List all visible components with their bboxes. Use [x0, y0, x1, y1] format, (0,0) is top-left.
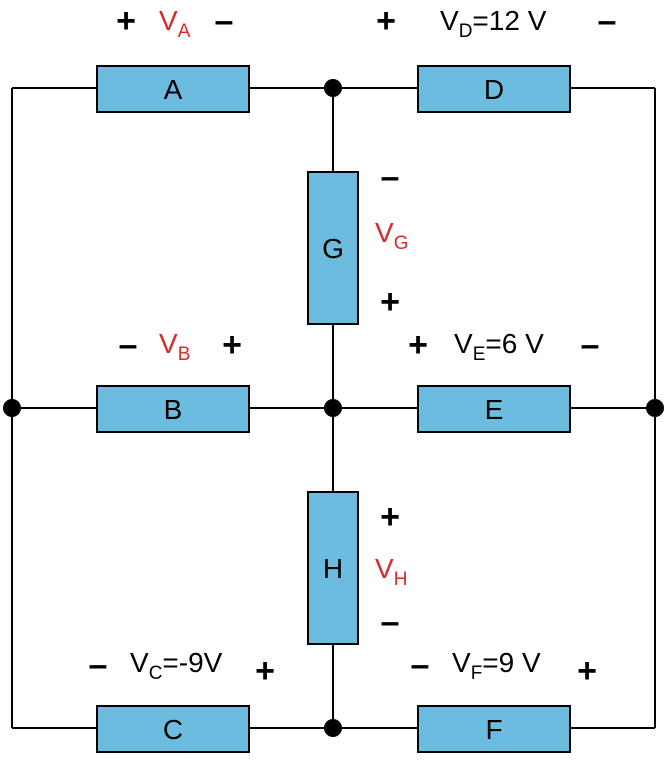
polarity-g-plus: + — [380, 283, 400, 321]
polarity-g-minus: – — [381, 158, 400, 196]
polarity-d-plus: + — [376, 2, 396, 40]
polarity-f-plus: + — [577, 652, 597, 690]
node-center — [324, 399, 342, 417]
voltage-a-label: VA — [159, 5, 191, 42]
component-e: E — [417, 385, 571, 433]
polarity-c-minus: – — [89, 646, 108, 684]
node-right — [646, 399, 664, 417]
voltage-h-label: VH — [375, 553, 407, 590]
polarity-b-minus: – — [119, 326, 138, 364]
polarity-a-plus: + — [116, 2, 136, 40]
node-top — [324, 79, 342, 97]
component-d-label: D — [484, 74, 504, 105]
polarity-d-minus: – — [598, 2, 617, 40]
component-a-label: A — [164, 74, 183, 105]
component-c-label: C — [163, 714, 183, 745]
polarity-h-plus: + — [380, 498, 400, 536]
node-left — [3, 399, 21, 417]
voltage-g-label: VG — [375, 217, 408, 254]
node-bottom — [324, 719, 342, 737]
polarity-a-minus: – — [215, 2, 234, 40]
voltage-c-label: VC=-9V — [130, 647, 223, 684]
component-b-label: B — [164, 394, 183, 425]
component-a: A — [96, 65, 250, 113]
polarity-e-plus: + — [408, 326, 428, 364]
voltage-b-label: VB — [159, 328, 190, 365]
component-g-label: G — [322, 233, 344, 264]
nodes — [3, 79, 664, 737]
voltage-d-label: VD=12 V — [440, 5, 547, 42]
component-c: C — [96, 705, 250, 753]
polarity-e-minus: – — [581, 326, 600, 364]
component-h: H — [307, 491, 359, 645]
polarity-f-minus: – — [411, 646, 430, 684]
component-e-label: E — [485, 394, 504, 425]
component-b: B — [96, 385, 250, 433]
component-g: G — [307, 171, 359, 325]
polarity-b-plus: + — [222, 326, 242, 364]
component-d: D — [417, 65, 571, 113]
polarity-c-plus: + — [255, 652, 275, 690]
component-f: F — [417, 705, 571, 753]
voltage-f-label: VF=9 V — [452, 647, 541, 684]
voltage-e-label: VE=6 V — [454, 328, 544, 365]
component-f-label: F — [485, 714, 502, 745]
polarity-h-minus: – — [381, 603, 400, 641]
component-h-label: H — [323, 553, 343, 584]
